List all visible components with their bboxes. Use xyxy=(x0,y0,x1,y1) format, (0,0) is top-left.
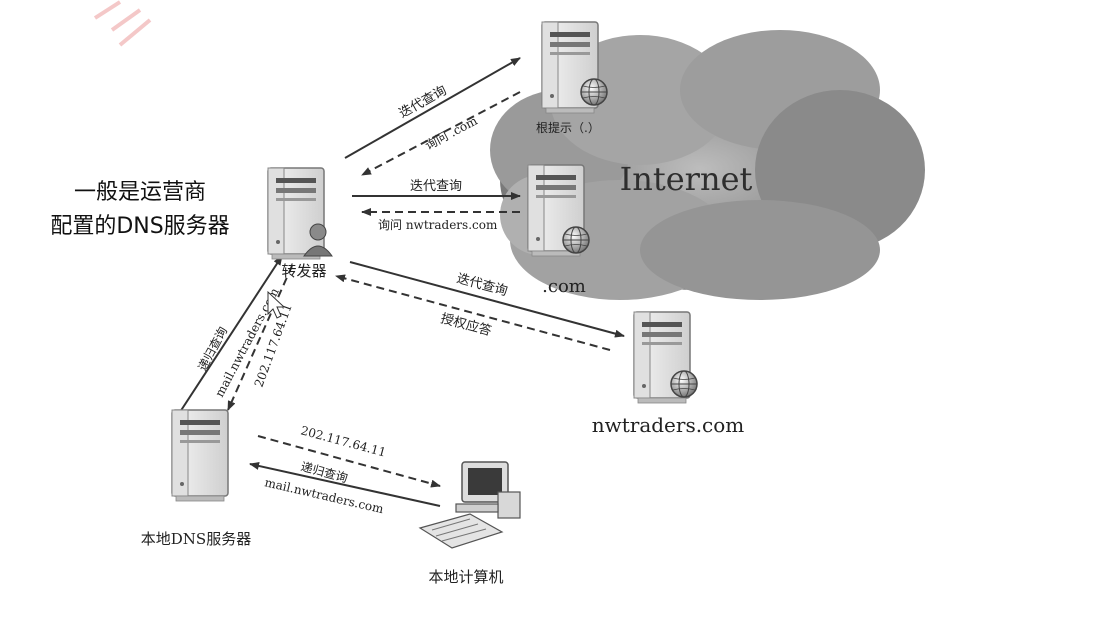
root-server-label: 根提示（.） xyxy=(536,120,600,135)
local-pc-label: 本地计算机 xyxy=(428,568,503,586)
label-local-to-pc: 202.117.64.11 xyxy=(299,423,387,459)
label-fwd-to-nw: 迭代查询 xyxy=(455,271,509,299)
computer-icon: 本地计算机 xyxy=(418,461,521,586)
watermark xyxy=(93,0,152,47)
forwarder-label: 转发器 xyxy=(281,262,326,280)
annotation-line-1: 一般是运营商 xyxy=(73,180,206,205)
arrow-local-fwd: 递归查询 mail.nwtraders.com 202.117.64.11 xyxy=(179,255,295,413)
label-nw-to-fwd: 授权应答 xyxy=(439,310,493,339)
mouse-cursor-icon xyxy=(267,290,286,319)
label-pc-to-local-1: 递归查询 xyxy=(299,459,349,485)
local-dns-server: 本地DNS服务器 xyxy=(141,409,251,548)
local-dns-label: 本地DNS服务器 xyxy=(141,530,251,548)
internet-label: Internet xyxy=(620,160,753,198)
label-local-to-fwd-1: 递归查询 xyxy=(195,324,230,373)
label-com-to-fwd: 询问 nwtraders.com xyxy=(378,218,498,232)
forwarder-server: 转发器 xyxy=(267,167,333,280)
arrow-local-pc: 202.117.64.11 递归查询 mail.nwtraders.com xyxy=(249,423,441,516)
annotation-line-2: 配置的DNS服务器 xyxy=(50,214,230,239)
label-root-to-fwd: 询问 .com xyxy=(423,113,480,152)
root-server: 根提示（.） xyxy=(536,21,608,135)
user-icon xyxy=(303,223,333,257)
annotation-text: 一般是运营商 配置的DNS服务器 xyxy=(20,176,260,244)
label-fwd-to-com: 迭代查询 xyxy=(410,179,462,194)
com-server: .com xyxy=(527,164,590,297)
nwtraders-label: nwtraders.com xyxy=(592,413,745,437)
arrow-fwd-com: 迭代查询 询问 nwtraders.com xyxy=(352,179,521,232)
nwtraders-server: nwtraders.com xyxy=(592,311,745,437)
com-server-label: .com xyxy=(542,276,586,297)
